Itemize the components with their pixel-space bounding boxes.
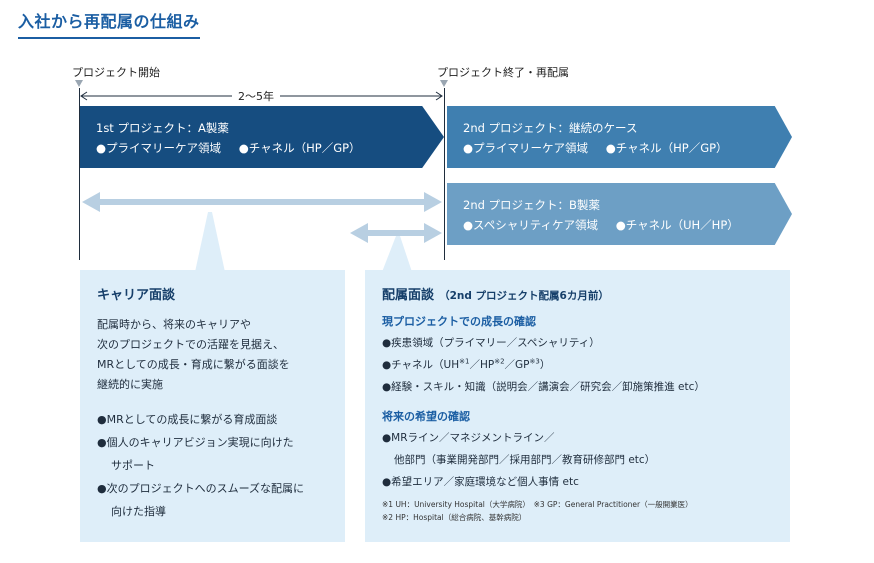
- end-guide-line: [444, 88, 445, 260]
- second-b-channel: ●チャネル（UH／HP）: [615, 218, 739, 232]
- first-project-area: ●プライマリーケア領域: [96, 141, 222, 155]
- second-b-area: ●スペシャリティケア領域: [463, 218, 599, 232]
- current-growth-heading: 現プロジェクトでの成長の確認: [382, 315, 536, 328]
- footnote: ※2 HP：Hospital（総合病院、基幹病院）: [382, 513, 527, 522]
- page-title: 入社から再配属の仕組み: [18, 8, 200, 39]
- second-b-title: 2nd プロジェクト：B製薬: [463, 198, 600, 212]
- placement-panel-content: 配属面談 （2nd プロジェクト配属6カ月前） 現プロジェクトでの成長の確認 ●…: [382, 284, 782, 524]
- footnote: ※1 UH：University Hospital（大学病院） ※3 GP：Ge…: [382, 500, 693, 509]
- project-start-label: プロジェクト開始: [72, 66, 160, 79]
- career-bullet: ●MRとしての成長に繋がる育成面談: [97, 413, 278, 426]
- start-marker-icon: [75, 80, 83, 87]
- first-project-title: 1st プロジェクト：A製薬: [96, 121, 229, 135]
- career-bullet: ●個人のキャリアビジョン実現に向けた: [97, 436, 294, 449]
- future-hope-item: ●MRライン／マネジメントライン／: [382, 432, 555, 444]
- channel-text-pre: ●チャネル（UH: [382, 359, 460, 371]
- career-panel-content: キャリア面談 配属時から、将来のキャリアや 次のプロジェクトでの活躍を見据え、 …: [97, 284, 337, 523]
- career-desc-line: 継続的に実施: [97, 378, 163, 391]
- placement-panel-pointer-icon: [382, 236, 412, 272]
- note2-ref: ※2: [494, 357, 505, 366]
- career-panel-bullets: ●MRとしての成長に繋がる育成面談 ●個人のキャリアビジョン実現に向けた サポー…: [97, 408, 337, 523]
- career-bullet-continuation: 向けた指導: [111, 505, 166, 518]
- channel-text-mid2: ／GP: [504, 359, 530, 371]
- future-hope-item: ●希望エリア／家庭環境など個人事情 etc: [382, 476, 579, 488]
- current-growth-item: ●経験・スキル・知識（説明会／講演会／研究会／卸施策推進 etc）: [382, 381, 705, 393]
- current-growth-item: ●チャネル（UH※1／HP※2／GP※3）: [382, 354, 782, 376]
- placement-interview-panel: [365, 270, 790, 542]
- future-hope-item-continuation: 他部門（事業開発部門／採用部門／教育研修部門 etc）: [394, 454, 656, 466]
- second-continue-area: ●プライマリーケア領域: [463, 141, 589, 155]
- placement-panel-title: 配属面談: [382, 288, 435, 303]
- placement-interview-span-arrow-icon: [350, 223, 442, 243]
- first-project-channel: ●チャネル（HP／GP）: [238, 141, 361, 155]
- career-bullet: ●次のプロジェクトへのスムーズな配属に: [97, 482, 305, 495]
- future-hope-heading: 将来の希望の確認: [382, 410, 470, 423]
- duration-label: 2〜5年: [232, 88, 280, 104]
- placement-panel-subtitle: （2nd プロジェクト配属6カ月前）: [439, 290, 609, 302]
- career-bullet-continuation: サポート: [111, 459, 155, 472]
- start-guide-line: [79, 88, 80, 260]
- career-interview-span-arrow-icon: [82, 192, 442, 212]
- second-continue-channel: ●チャネル（HP／GP）: [605, 141, 728, 155]
- second-project-continue-chevron: 2nd プロジェクト：継続のケース ●プライマリーケア領域 ●チャネル（HP／G…: [447, 106, 792, 168]
- second-project-b-chevron: 2nd プロジェクト：B製薬 ●スペシャリティケア領域 ●チャネル（UH／HP）: [447, 183, 792, 245]
- career-panel-pointer-icon: [195, 212, 225, 272]
- note1-ref: ※1: [459, 357, 470, 366]
- career-desc-line: 次のプロジェクトでの活躍を見据え、: [97, 338, 284, 351]
- channel-text-post: ）: [539, 359, 551, 371]
- career-desc-line: 配属時から、将来のキャリアや: [97, 318, 251, 331]
- second-continue-title: 2nd プロジェクト：継続のケース: [463, 121, 638, 135]
- future-hope-list: ●MRライン／マネジメントライン／ 他部門（事業開発部門／採用部門／教育研修部門…: [382, 427, 782, 493]
- channel-text-mid1: ／HP: [469, 359, 495, 371]
- current-growth-item: ●疾患領域（プライマリー／スペシャリティ）: [382, 337, 600, 349]
- career-interview-panel: [80, 270, 345, 542]
- career-panel-title: キャリア面談: [97, 288, 176, 303]
- footnotes: ※1 UH：University Hospital（大学病院） ※3 GP：Ge…: [382, 498, 782, 524]
- career-desc-line: MRとしての成長・育成に繋がる面談を: [97, 358, 290, 371]
- current-growth-list: ●疾患領域（プライマリー／スペシャリティ） ●チャネル（UH※1／HP※2／GP…: [382, 332, 782, 398]
- project-end-label: プロジェクト終了・再配属: [437, 66, 569, 79]
- first-project-chevron: 1st プロジェクト：A製薬 ●プライマリーケア領域 ●チャネル（HP／GP）: [80, 106, 444, 168]
- note3-ref: ※3: [529, 357, 540, 366]
- career-panel-description: 配属時から、将来のキャリアや 次のプロジェクトでの活躍を見据え、 MRとしての成…: [97, 315, 337, 395]
- end-marker-icon: [440, 80, 448, 87]
